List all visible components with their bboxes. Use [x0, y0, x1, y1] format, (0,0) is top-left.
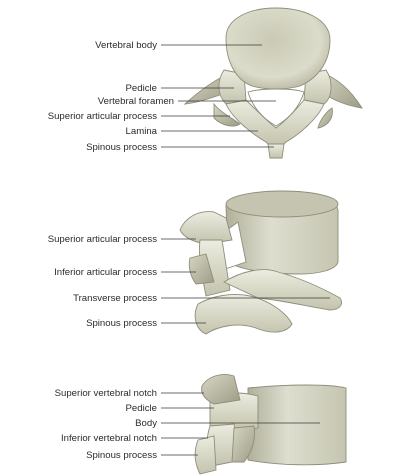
- label-superior-vertebral-notch: Superior vertebral notch: [55, 388, 157, 399]
- label-inferior-vertebral-notch: Inferior vertebral notch: [61, 433, 157, 444]
- vertebra-superior-view: [185, 8, 362, 158]
- label-vertebral-body: Vertebral body: [95, 40, 157, 51]
- vertebra-posterolateral-view: [180, 191, 342, 334]
- label-pedicle-2: Pedicle: [126, 403, 157, 414]
- label-spinous-process-2: Spinous process: [86, 318, 157, 329]
- vertebra-lateral-view: [195, 374, 346, 474]
- label-inferior-articular-process: Inferior articular process: [54, 267, 157, 278]
- label-spinous-process-3: Spinous process: [86, 450, 157, 461]
- label-spinous-process: Spinous process: [86, 142, 157, 153]
- label-lamina: Lamina: [126, 126, 158, 137]
- label-superior-articular-process-2: Superior articular process: [48, 234, 158, 245]
- label-transverse-process: Transverse process: [73, 293, 157, 304]
- label-vertebral-foramen: Vertebral foramen: [98, 96, 174, 107]
- label-superior-articular-process: Superior articular process: [48, 111, 158, 122]
- label-body: Body: [135, 418, 157, 429]
- label-pedicle: Pedicle: [126, 83, 157, 94]
